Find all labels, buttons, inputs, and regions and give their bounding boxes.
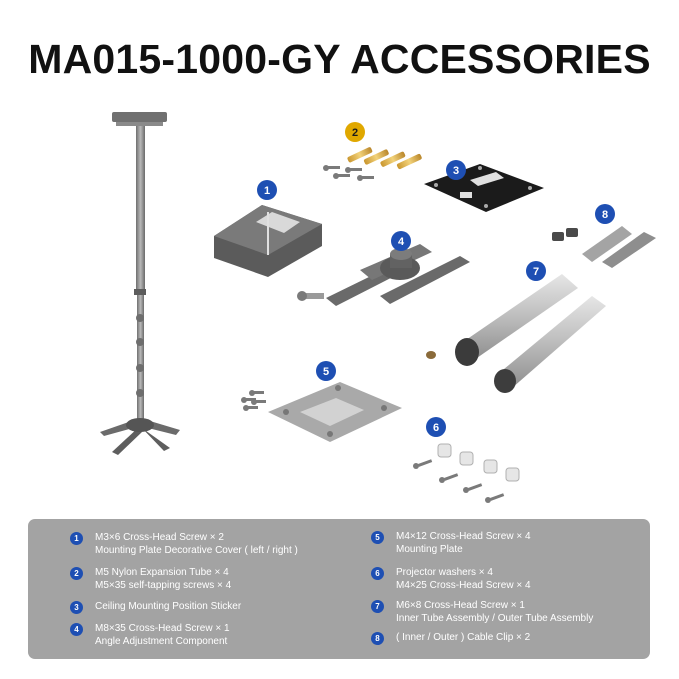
legend-item-8: 8 ( Inner / Outer ) Cable Clip × 2 (371, 631, 530, 645)
legend-line: Angle Adjustment Component (95, 636, 228, 647)
svg-text:1: 1 (264, 185, 270, 197)
mounting-plate (241, 382, 402, 442)
full-mount-assembly (100, 112, 180, 455)
svg-text:2: 2 (352, 127, 358, 139)
washers-and-screws (413, 443, 520, 503)
accessories-illustration: 1 2 3 4 5 6 7 8 (100, 112, 656, 503)
parts-legend: 1 M3×6 Cross-Head Screw × 2 Mounting Pla… (28, 519, 650, 659)
legend-line: Projector washers × 4 (396, 567, 493, 578)
ceiling-mounting-sticker (424, 164, 544, 212)
legend-number: 3 (70, 601, 83, 614)
part-badge-4: 4 (391, 231, 411, 251)
svg-text:3: 3 (453, 165, 459, 177)
part-badge-7: 7 (526, 261, 546, 281)
svg-text:5: 5 (323, 366, 329, 378)
svg-text:6: 6 (433, 422, 439, 434)
legend-number: 4 (70, 623, 83, 636)
legend-item-4: 4 M8×35 Cross-Head Screw × 1 Angle Adjus… (70, 622, 230, 648)
legend-line: M4×12 Cross-Head Screw × 4 (396, 531, 531, 542)
legend-item-1: 1 M3×6 Cross-Head Screw × 2 Mounting Pla… (70, 531, 298, 557)
part-badge-3: 3 (446, 160, 466, 180)
part-badge-8: 8 (595, 204, 615, 224)
legend-line: Mounting Plate Decorative Cover ( left /… (95, 545, 298, 556)
legend-item-7: 7 M6×8 Cross-Head Screw × 1 Inner Tube A… (371, 599, 593, 625)
legend-item-6: 6 Projector washers × 4 M4×25 Cross-Head… (371, 566, 531, 592)
part-badge-1: 1 (257, 180, 277, 200)
legend-line: M5×35 self-tapping screws × 4 (95, 580, 232, 591)
legend-item-3: 3 Ceiling Mounting Position Sticker (70, 600, 241, 614)
svg-text:4: 4 (398, 236, 405, 248)
mounting-plate-cover (214, 205, 322, 277)
legend-line: M6×8 Cross-Head Screw × 1 (396, 600, 525, 611)
legend-number: 1 (70, 532, 83, 545)
legend-number: 2 (70, 567, 83, 580)
legend-number: 8 (371, 632, 384, 645)
legend-item-2: 2 M5 Nylon Expansion Tube × 4 M5×35 self… (70, 566, 231, 592)
svg-text:8: 8 (602, 209, 608, 221)
angle-adjustment-component (297, 244, 470, 306)
page-title: MA015-1000-GY ACCESSORIES (28, 36, 651, 82)
legend-number: 6 (371, 567, 384, 580)
legend-line: M3×6 Cross-Head Screw × 2 (95, 532, 224, 543)
legend-item-5: 5 M4×12 Cross-Head Screw × 4 Mounting Pl… (371, 530, 531, 556)
expansion-tubes-and-screws (323, 147, 422, 181)
legend-line: ( Inner / Outer ) Cable Clip × 2 (396, 632, 531, 643)
legend-number: 5 (371, 531, 384, 544)
legend-line: M8×35 Cross-Head Screw × 1 (95, 623, 230, 634)
cable-clips (552, 226, 656, 268)
part-badge-5: 5 (316, 361, 336, 381)
part-badge-6: 6 (426, 417, 446, 437)
legend-number: 7 (371, 600, 384, 613)
svg-text:7: 7 (533, 266, 539, 278)
legend-line: M5 Nylon Expansion Tube × 4 (95, 567, 229, 578)
legend-line: M4×25 Cross-Head Screw × 4 (396, 580, 531, 591)
tube-assembly (426, 274, 606, 393)
legend-line: Inner Tube Assembly / Outer Tube Assembl… (396, 613, 594, 624)
legend-line: Ceiling Mounting Position Sticker (95, 601, 242, 612)
legend-line: Mounting Plate (396, 544, 463, 555)
part-badge-2: 2 (345, 122, 365, 142)
